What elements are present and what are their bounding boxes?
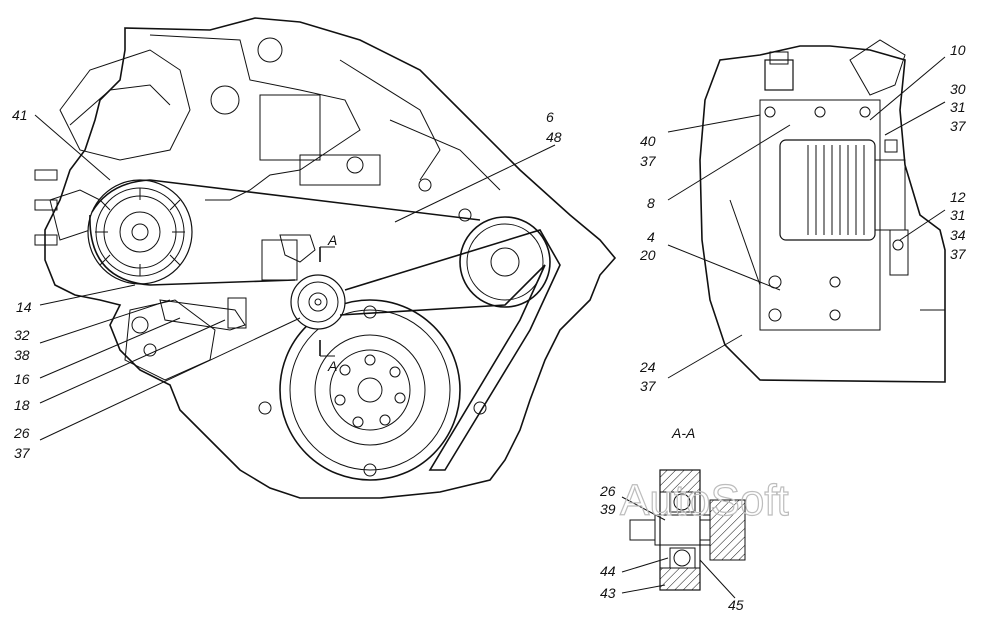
callout-30: 30: [950, 81, 966, 97]
leader-lines-main: [34, 114, 556, 441]
section-mark-bottom: A: [327, 358, 337, 374]
callouts-main: 41 6 48 14 32 38 16 18 26 37: [12, 107, 562, 461]
callout-section-26: 26: [599, 483, 616, 499]
callout-16: 16: [14, 371, 30, 387]
water-pump-pulley: [459, 216, 551, 308]
drive-belt: [89, 179, 561, 471]
callout-37-c: 37: [950, 246, 967, 262]
callout-section-45: 45: [728, 597, 744, 613]
callout-section-44: 44: [600, 563, 616, 579]
section-a-a: A-A: [629, 425, 746, 591]
callout-20: 20: [639, 247, 656, 263]
crankshaft-damper: [258, 299, 487, 481]
callout-37-b: 37: [640, 153, 657, 169]
section-mark-top: A: [327, 232, 337, 248]
callout-32: 32: [14, 327, 30, 343]
generator-side-view: [699, 39, 946, 383]
callout-14: 14: [16, 299, 32, 315]
leader-lines-section: [621, 496, 736, 599]
callout-section-39: 39: [600, 501, 616, 517]
callout-41: 41: [12, 107, 28, 123]
callout-4: 4: [647, 229, 655, 245]
tensioner-pulley: [290, 274, 346, 330]
callouts-section: 26 39 44 43 45: [599, 483, 744, 613]
callout-18: 18: [14, 397, 30, 413]
callout-34: 34: [950, 227, 966, 243]
callout-section-43: 43: [600, 585, 616, 601]
callout-48: 48: [546, 129, 562, 145]
callouts-side: 10 30 31 37 40 37 8 12 31 34 37 4 20 24 …: [639, 42, 967, 394]
callout-40: 40: [640, 133, 656, 149]
callout-37-a: 37: [950, 118, 967, 134]
callout-8: 8: [647, 195, 655, 211]
watermark: AutoSoft: [620, 476, 789, 525]
section-title: A-A: [671, 425, 695, 441]
callout-12: 12: [950, 189, 966, 205]
callout-37-d: 37: [640, 378, 657, 394]
callout-10: 10: [950, 42, 966, 58]
callout-37: 37: [14, 445, 31, 461]
callout-31: 31: [950, 99, 966, 115]
callout-38: 38: [14, 347, 30, 363]
callout-6: 6: [546, 109, 554, 125]
generator: [87, 179, 193, 285]
callout-26: 26: [13, 425, 30, 441]
leader-lines-side: [667, 56, 946, 379]
callout-31-b: 31: [950, 207, 966, 223]
engine-front-view: A A: [34, 17, 617, 499]
callout-24: 24: [639, 359, 656, 375]
